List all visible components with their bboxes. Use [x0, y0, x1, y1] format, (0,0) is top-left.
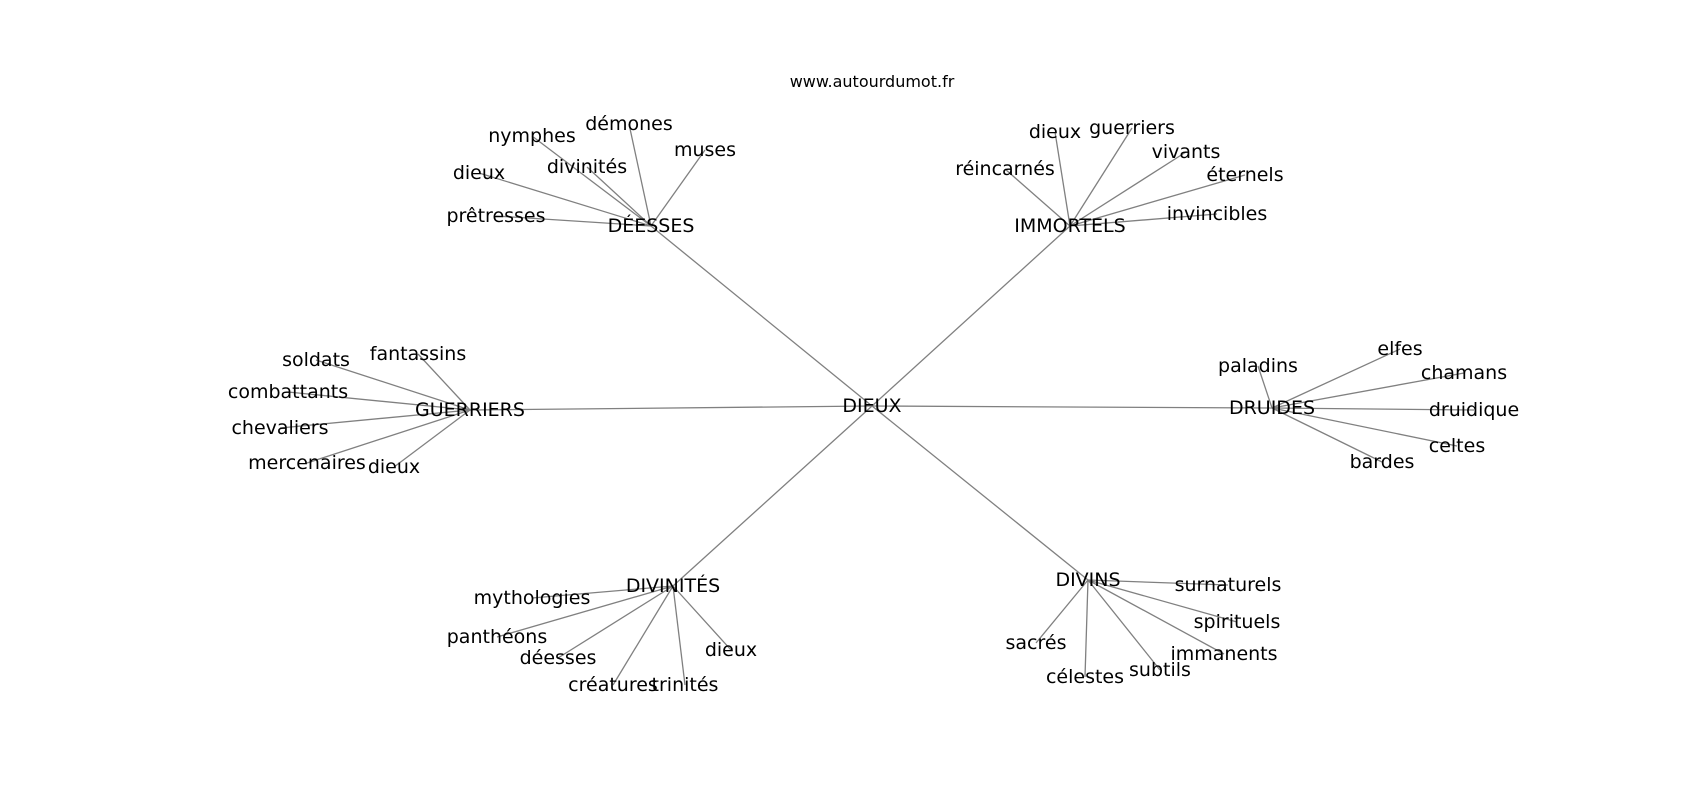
word-node[interactable]: druidique [1429, 399, 1519, 421]
cluster-node[interactable]: DIVINITÉS [626, 574, 720, 597]
word-node[interactable]: muses [674, 139, 736, 161]
cluster-node[interactable]: GUERRIERS [415, 399, 525, 421]
word-node[interactable]: fantassins [370, 343, 466, 365]
edge-root-to-cluster [871, 405, 1273, 409]
cluster-node[interactable]: DRUIDES [1229, 397, 1315, 419]
word-node[interactable]: célestes [1046, 666, 1124, 688]
edge-cluster-to-word [1271, 407, 1475, 411]
edge-cluster-to-word [586, 166, 652, 227]
word-node[interactable]: surnaturels [1175, 574, 1282, 596]
edge-cluster-to-word [279, 409, 471, 429]
word-node[interactable]: démones [585, 113, 673, 135]
edge-cluster-to-word [557, 585, 674, 659]
edge-cluster-to-word [1271, 372, 1465, 409]
edge-cluster-to-word [650, 149, 706, 227]
word-node[interactable]: combattants [228, 381, 348, 403]
word-node[interactable]: nymphes [488, 125, 576, 147]
word-node[interactable]: prêtresses [446, 205, 545, 227]
edge-cluster-to-word [612, 585, 674, 686]
word-node[interactable]: vivants [1152, 141, 1221, 163]
word-node[interactable]: trinités [652, 674, 719, 696]
edge-cluster-to-word [1004, 168, 1071, 227]
word-node[interactable]: subtils [1129, 659, 1191, 681]
edge-cluster-to-word [393, 409, 471, 468]
word-node[interactable]: soldats [282, 349, 350, 371]
word-node[interactable]: panthéons [447, 626, 548, 648]
word-node[interactable]: bardes [1350, 451, 1415, 473]
edge-cluster-to-word [531, 135, 652, 227]
word-node[interactable]: chamans [1421, 362, 1507, 384]
word-node[interactable]: mercenaires [248, 452, 366, 474]
edge-root-to-cluster [672, 405, 873, 587]
word-node[interactable]: éternels [1206, 164, 1283, 186]
edge-root-to-cluster [871, 405, 1089, 581]
edge-cluster-to-word [495, 215, 652, 227]
word-node[interactable]: celtes [1429, 435, 1485, 457]
edge-cluster-to-word [1069, 127, 1133, 227]
edge-cluster-to-word [1035, 579, 1089, 644]
edge-cluster-to-word [1087, 579, 1161, 671]
edge-cluster-to-word [1257, 365, 1273, 409]
word-node[interactable]: sacrés [1006, 632, 1067, 654]
edge-root-to-cluster [650, 225, 873, 407]
root-node[interactable]: DIEUX [842, 395, 901, 417]
labels-layer: démones nymphes muses divinités dieux prêtres… [228, 113, 1519, 696]
edge-cluster-to-word [417, 353, 471, 411]
edge-cluster-to-word [315, 359, 471, 411]
word-node[interactable]: paladins [1218, 355, 1298, 377]
edge-cluster-to-word [1087, 579, 1238, 623]
edge-cluster-to-word [1271, 348, 1401, 409]
site-label: www.autourdumot.fr [790, 72, 955, 91]
edge-cluster-to-word [478, 172, 652, 227]
edge-cluster-to-word [1069, 174, 1246, 227]
edge-cluster-to-word [628, 123, 652, 227]
word-node[interactable]: divinités [547, 156, 627, 178]
edge-cluster-to-word [287, 391, 471, 411]
edge-cluster-to-word [531, 585, 674, 599]
edge-cluster-to-word [1084, 579, 1089, 678]
edge-cluster-to-word [1087, 579, 1229, 586]
word-node[interactable]: déesses [520, 647, 597, 669]
word-node[interactable]: invincibles [1167, 203, 1268, 225]
edge-root-to-cluster [469, 405, 873, 411]
cluster-node[interactable]: DIVINS [1055, 569, 1120, 591]
edge-cluster-to-word [1087, 579, 1225, 655]
word-node[interactable]: dieux [1029, 121, 1081, 143]
edge-cluster-to-word [1271, 407, 1383, 463]
word-node[interactable]: réincarnés [955, 158, 1055, 180]
word-node[interactable]: dieux [453, 162, 505, 184]
word-node[interactable]: créatures [568, 674, 658, 696]
cluster-node[interactable]: DÉESSES [608, 214, 695, 237]
edge-cluster-to-word [1054, 131, 1071, 227]
edge-cluster-to-word [672, 585, 732, 651]
word-node[interactable]: mythologies [474, 587, 591, 609]
edge-cluster-to-word [1271, 407, 1458, 447]
word-node[interactable]: dieux [705, 639, 757, 661]
edge-cluster-to-word [1069, 213, 1218, 227]
edge-cluster-to-word [672, 585, 686, 686]
edge-cluster-to-word [1069, 151, 1187, 227]
edge-cluster-to-word [496, 585, 674, 638]
edge-cluster-to-word [306, 409, 471, 464]
word-node[interactable]: guerriers [1089, 117, 1175, 139]
word-node[interactable]: spirituels [1194, 611, 1281, 633]
word-node[interactable]: elfes [1377, 338, 1422, 360]
edge-root-to-cluster [871, 225, 1071, 407]
word-node[interactable]: dieux [368, 456, 420, 478]
word-node[interactable]: immanents [1170, 643, 1277, 665]
cluster-node[interactable]: IMMORTELS [1014, 215, 1125, 237]
edges-layer [279, 123, 1475, 686]
word-node[interactable]: chevaliers [231, 417, 328, 439]
